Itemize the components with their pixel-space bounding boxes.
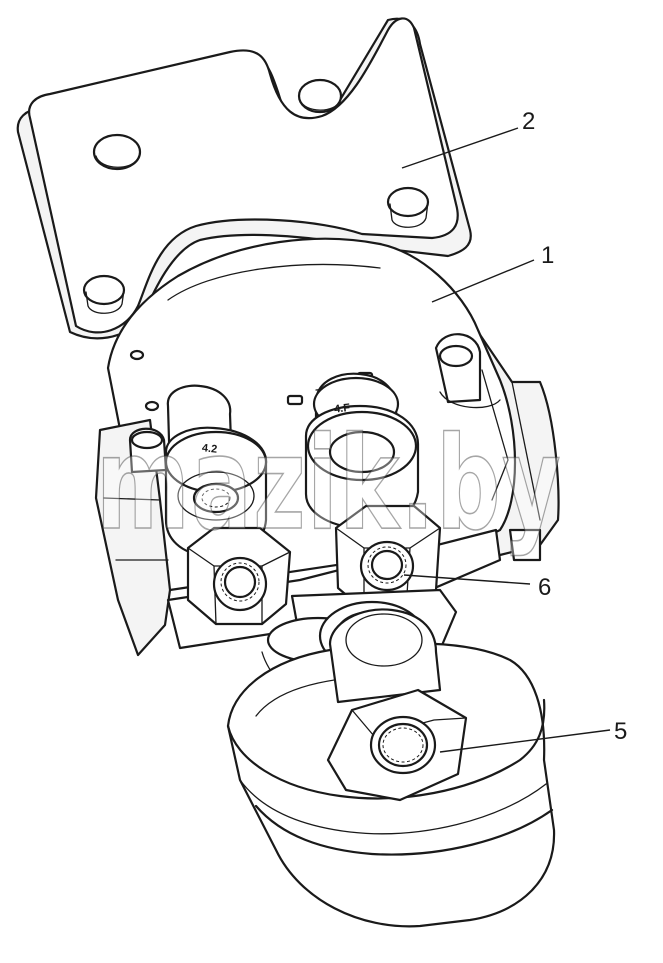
leader-line-2: [401, 127, 519, 169]
bracket-hole: [82, 274, 126, 314]
callout-6: 6: [538, 574, 551, 601]
callout-1: 1: [541, 242, 554, 269]
left-nut-stamp: 4.2: [201, 442, 217, 456]
leader-line-6: [403, 574, 531, 585]
bracket-hole: [386, 186, 430, 228]
bracket-part-2: [16, 17, 472, 340]
callout-5: 5: [614, 718, 627, 745]
leader-line-5: [439, 729, 611, 753]
right-port-fitting: [304, 372, 442, 612]
left-port-fitting: [164, 384, 292, 626]
bracket-hole: [92, 133, 142, 171]
callout-2: 2: [522, 108, 535, 135]
watermark: mazik.by: [96, 410, 562, 559]
bracket-hole: [297, 78, 343, 114]
right-nut-stamp: 4.F: [334, 402, 351, 416]
leader-line-1: [431, 259, 535, 303]
cap-nut-part-5: [326, 608, 468, 802]
